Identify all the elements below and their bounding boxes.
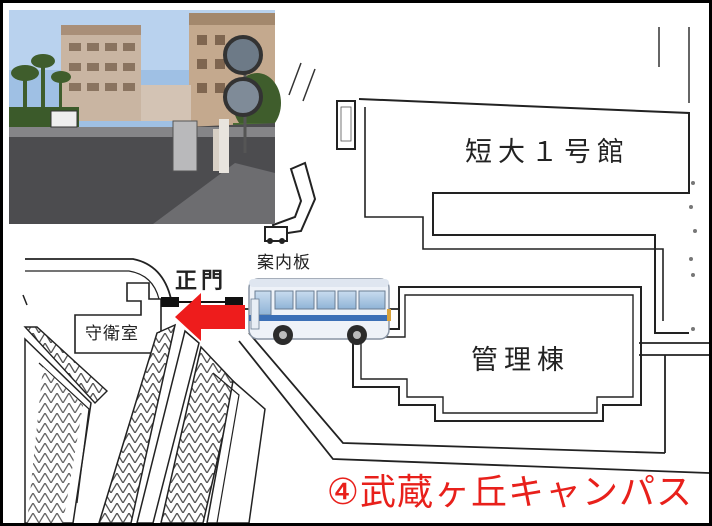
- label-main-gate: 正門: [175, 269, 228, 294]
- map-drawing: [9, 10, 709, 523]
- label-guide-board: 案内板: [257, 253, 311, 273]
- bus-icon: [248, 278, 391, 345]
- building-label-tandai: 短大１号館: [465, 137, 630, 168]
- embankment-center: [98, 323, 266, 523]
- building-tandai-1gokan: [358, 98, 690, 334]
- road-lines-top-right: [288, 27, 690, 103]
- red-arrow-icon: [175, 293, 245, 341]
- edge-dots: [689, 181, 697, 331]
- guardhouse-outline: [74, 282, 162, 354]
- gate-post-left: [161, 297, 179, 307]
- embankment-left: [23, 326, 109, 523]
- entrance-photo-art: [9, 10, 281, 224]
- campus-title: ④武蔵ヶ丘キャンパス: [326, 472, 693, 513]
- gate-post-right: [225, 297, 243, 307]
- building-label-guardhouse: 守衛室: [85, 324, 139, 344]
- building-label-kanri: 管理棟: [471, 345, 570, 376]
